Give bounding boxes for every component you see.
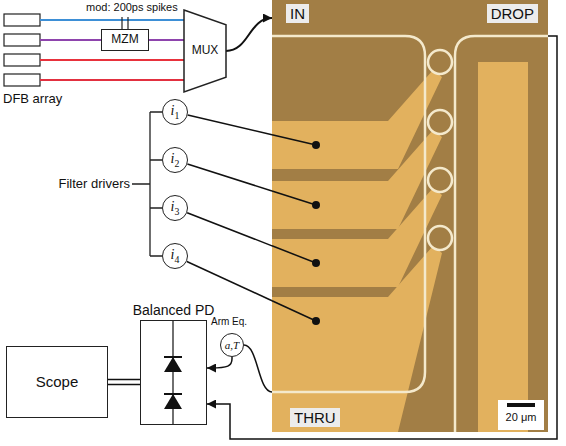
connector (188, 115, 272, 135)
connector (207, 36, 557, 439)
chip-photo-part (272, 135, 316, 145)
driver-bracket-part (132, 112, 162, 256)
node-text: i1 (171, 103, 180, 121)
multiplexer-trapezoid: MUX (184, 10, 226, 92)
node-text: Scope (36, 373, 79, 390)
label-text: mod: 200ps spikes (86, 1, 178, 13)
chip-photo-part (478, 62, 528, 432)
chip-photo-part (272, 191, 316, 205)
node-text: MUX (192, 44, 219, 58)
connector (187, 164, 272, 191)
node-text: Balanced PD (133, 302, 215, 318)
node-text: i4 (171, 247, 180, 265)
chip-photo-part (272, 36, 425, 392)
connector (226, 18, 272, 51)
array-label: DFB array (3, 91, 62, 107)
node-text: i3 (171, 199, 180, 217)
port-tag: IN (286, 4, 309, 23)
connector (187, 213, 272, 246)
chip-photo (272, 0, 548, 432)
group-label: Filter drivers (58, 176, 130, 192)
photodiode-symbol (164, 321, 182, 424)
connector (244, 345, 272, 392)
laser-fiber-part (40, 19, 184, 21)
chip-photo-part (428, 110, 452, 134)
chip-photo-part (428, 168, 452, 192)
photodiode-symbol-part (164, 393, 182, 395)
connector (207, 357, 232, 368)
connector (108, 380, 140, 385)
node-text: THRU (290, 408, 340, 427)
photodiode-symbol-part (164, 357, 182, 372)
equalizer-label: Arm Eq. (211, 316, 247, 328)
label-text: 20 μm (506, 411, 537, 423)
chip-photo-part (312, 317, 320, 325)
laser-fiber-part (40, 59, 184, 61)
laser-fiber-part (40, 79, 184, 81)
label-text: Arm Eq. (211, 316, 247, 327)
connector (187, 261, 272, 300)
driver-circle: i2 (162, 147, 188, 173)
node-text: IN (286, 4, 309, 23)
laser-array-part (4, 14, 40, 26)
laser-array-part (4, 74, 40, 86)
node-text: MZM (111, 33, 138, 47)
node-text: DROP (487, 4, 538, 23)
modulator-box: MZM (101, 29, 149, 51)
driver-circle: i4 (162, 243, 188, 269)
port-tag: DROP (487, 4, 538, 23)
laser-array (4, 14, 40, 86)
chip-photo-part (428, 226, 452, 250)
port-tag: THRU (290, 408, 340, 427)
chip-photo-part (312, 141, 320, 149)
label-text: Filter drivers (58, 176, 130, 191)
laser-array-part (4, 34, 40, 46)
chip-photo-part (312, 259, 320, 267)
driver-circle: i3 (162, 195, 188, 221)
laser-fiber (40, 20, 184, 80)
driver-bracket (132, 112, 162, 256)
chip-photo-part (455, 36, 548, 432)
chip-region: IN DROP THRU (272, 0, 548, 432)
connector (149, 39, 184, 41)
chip-photo-part (498, 400, 544, 430)
driver-circle: i1 (162, 99, 188, 125)
laser-array-part (4, 54, 40, 66)
label-text: DFB array (3, 91, 62, 106)
chip-photo-part (507, 403, 535, 407)
chip-photo-part (312, 201, 320, 209)
laser-fiber-part (40, 39, 101, 41)
trapezoid-outline (184, 10, 226, 92)
photodiode-symbol-part (164, 356, 182, 358)
equalizer-circle: a,T (220, 333, 244, 357)
chip-photo-part (428, 50, 452, 74)
chip-photo-part (272, 246, 442, 432)
node-text: a,T (225, 339, 239, 352)
box-heading: Balanced PD (133, 302, 215, 318)
node-text: i2 (171, 151, 180, 169)
scale-label: 20 μm (498, 411, 544, 424)
photodiode-symbol-part (164, 394, 182, 409)
detector-box: Balanced PD (140, 320, 207, 425)
modulation-note: mod: 200ps spikes (86, 1, 178, 14)
chip-photo-part (272, 0, 548, 432)
chip-photo-part (272, 301, 316, 321)
chip-photo-part (272, 246, 316, 263)
instrument-box: Scope (6, 346, 108, 418)
